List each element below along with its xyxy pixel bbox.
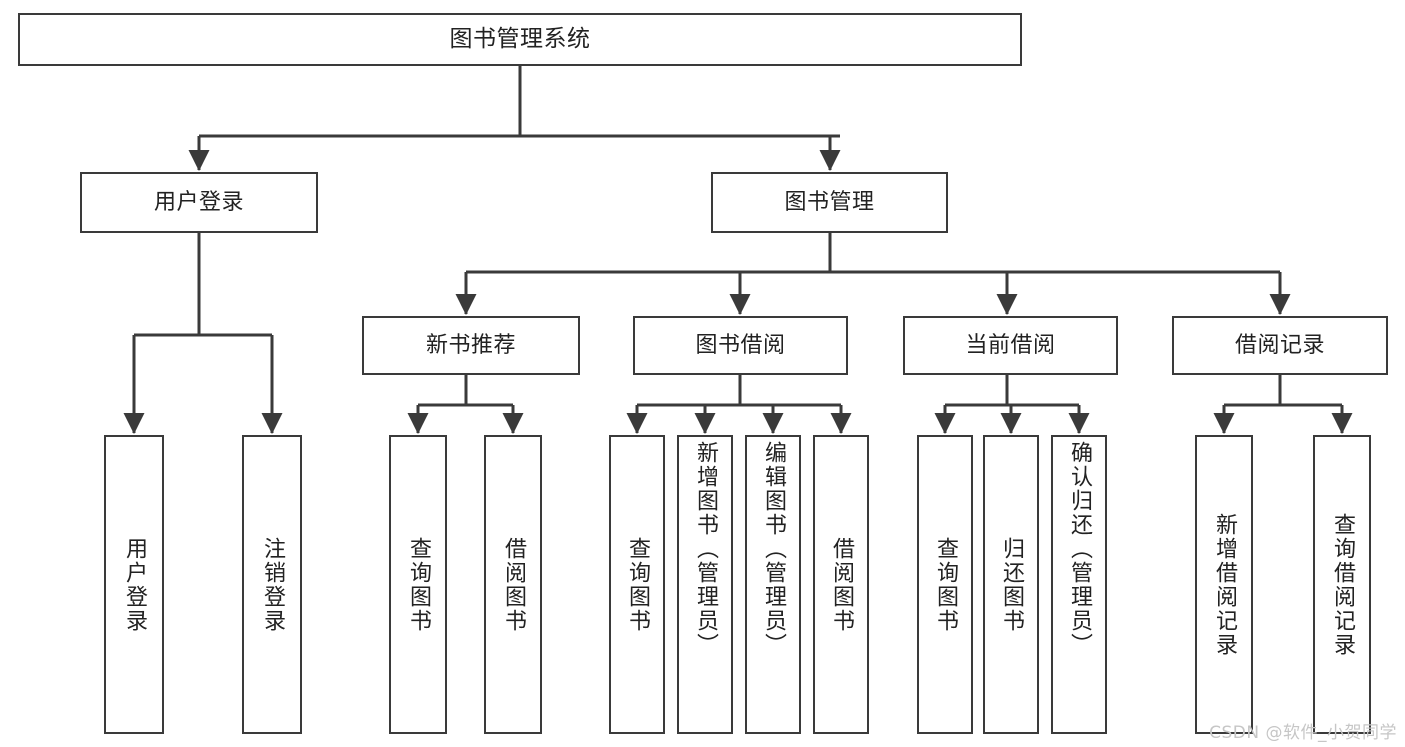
node-leaf-borrow-query-book[interactable]: 查询图书 [609,435,665,734]
node-leaf-user-logout-label: 注销登录 [260,536,285,633]
node-leaf-cur-query-book[interactable]: 查询图书 [917,435,973,734]
node-current-borrow[interactable]: 当前借阅 [903,316,1118,375]
node-book-borrow[interactable]: 图书借阅 [633,316,848,375]
node-book-borrow-label: 图书借阅 [695,332,786,358]
node-leaf-borrow-borrow-book[interactable]: 借阅图书 [813,435,869,734]
node-leaf-cur-confirm-return[interactable]: 确认归还（管理员） [1051,435,1107,734]
node-book-manage-label: 图书管理 [784,189,875,215]
watermark-text: CSDN @软件_小贺同学 [1209,723,1397,743]
node-leaf-cur-confirm-return-label: 确认归还（管理员） [1067,441,1092,657]
node-new-book-rec[interactable]: 新书推荐 [362,316,580,375]
node-leaf-borrow-edit-book[interactable]: 编辑图书（管理员） [745,435,801,734]
node-leaf-cur-return-book[interactable]: 归还图书 [983,435,1039,734]
node-leaf-rec-borrow-book-label: 借阅图书 [501,536,526,633]
node-leaf-borrow-add-book-label: 新增图书（管理员） [693,441,718,657]
node-borrow-record[interactable]: 借阅记录 [1172,316,1388,375]
node-root[interactable]: 图书管理系统 [18,13,1022,66]
node-leaf-rec-query-book-label: 查询图书 [406,536,431,633]
node-leaf-user-login[interactable]: 用户登录 [104,435,164,734]
node-leaf-rec-add-record[interactable]: 新增借阅记录 [1195,435,1253,734]
node-leaf-cur-query-book-label: 查询图书 [933,536,958,633]
node-borrow-record-label: 借阅记录 [1234,332,1325,358]
node-new-book-rec-label: 新书推荐 [425,332,516,358]
node-leaf-rec-query-record[interactable]: 查询借阅记录 [1313,435,1371,734]
node-user-login[interactable]: 用户登录 [80,172,318,233]
node-leaf-borrow-add-book[interactable]: 新增图书（管理员） [677,435,733,734]
node-leaf-rec-query-book[interactable]: 查询图书 [389,435,447,734]
node-leaf-cur-return-book-label: 归还图书 [999,536,1024,633]
node-current-borrow-label: 当前借阅 [965,332,1056,358]
node-user-login-label: 用户登录 [153,189,244,215]
node-leaf-borrow-edit-book-label: 编辑图书（管理员） [761,441,786,657]
node-leaf-user-logout[interactable]: 注销登录 [242,435,302,734]
node-leaf-borrow-borrow-book-label: 借阅图书 [829,536,854,633]
node-leaf-rec-add-record-label: 新增借阅记录 [1212,512,1237,657]
node-leaf-rec-borrow-book[interactable]: 借阅图书 [484,435,542,734]
node-leaf-rec-query-record-label: 查询借阅记录 [1330,512,1355,657]
node-leaf-user-login-label: 用户登录 [122,536,147,633]
node-book-manage[interactable]: 图书管理 [711,172,948,233]
node-leaf-borrow-query-book-label: 查询图书 [625,536,650,633]
node-root-label: 图书管理系统 [449,26,591,53]
